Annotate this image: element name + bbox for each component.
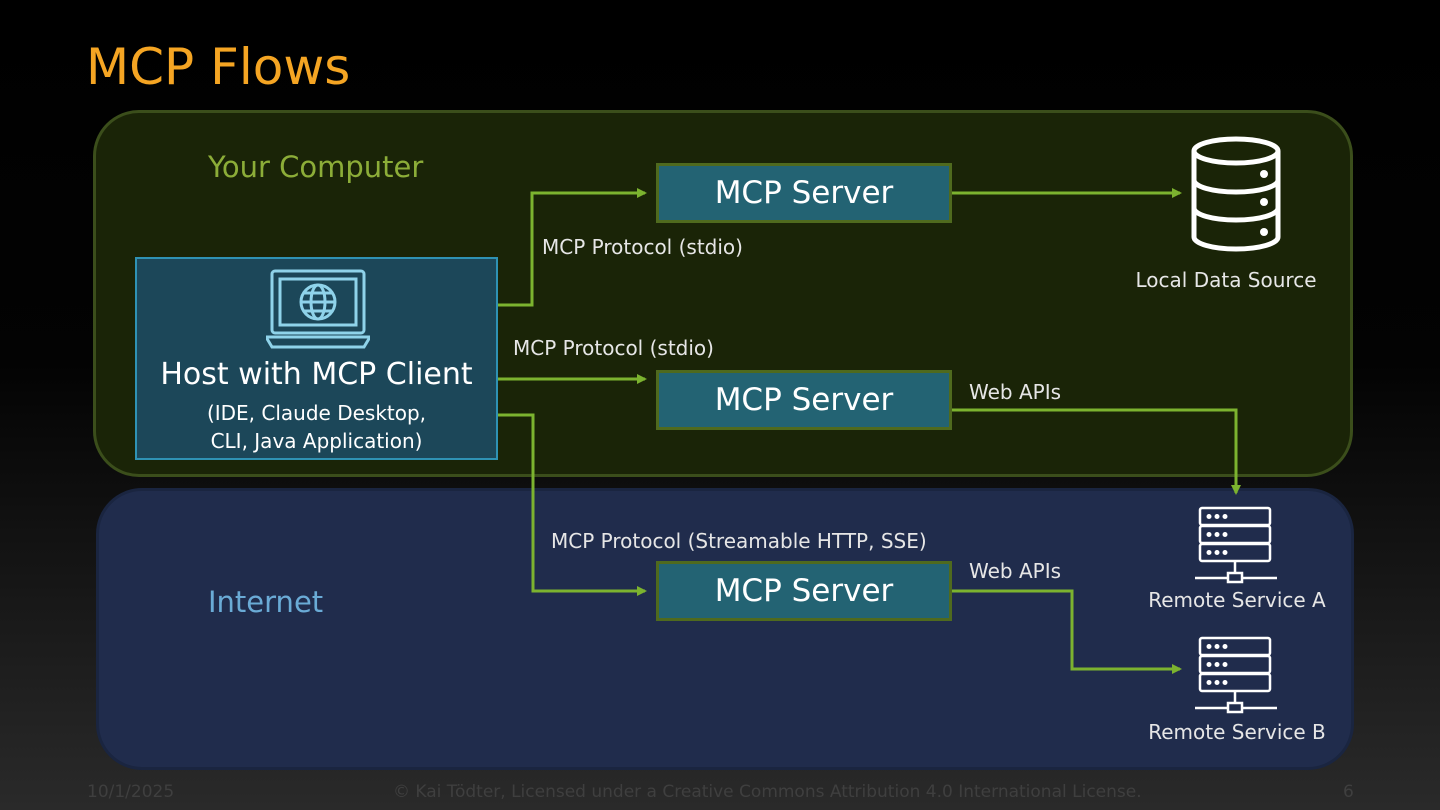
edge-label-stdio-2: MCP Protocol (stdio) xyxy=(513,336,714,360)
internet-zone xyxy=(96,488,1354,770)
mcp-server-web[interactable]: MCP Server xyxy=(656,370,952,430)
host-title: Host with MCP Client xyxy=(160,357,473,392)
edge-label-http-sse: MCP Protocol (Streamable HTTP, SSE) xyxy=(551,529,927,553)
footer-page-number: 6 xyxy=(1343,782,1354,802)
host-with-mcp-client[interactable]: Host with MCP Client (IDE, Claude Deskto… xyxy=(135,257,498,460)
internet-label: Internet xyxy=(208,585,324,619)
database-icon xyxy=(1191,136,1281,252)
your-computer-label: Your Computer xyxy=(208,150,424,184)
host-subtitle-line1: (IDE, Claude Desktop, xyxy=(206,401,427,425)
edge-label-web-apis-1: Web APIs xyxy=(969,380,1062,404)
remote-service-b-label: Remote Service B xyxy=(1148,720,1326,744)
footer-date: 10/1/2025 xyxy=(87,782,175,802)
footer-copyright: © Kai Tödter, Licensed under a Creative … xyxy=(393,782,1142,802)
edge-label-web-apis-2: Web APIs xyxy=(969,559,1062,583)
mcp-server-remote[interactable]: MCP Server xyxy=(656,561,952,621)
edge-host-to-server3 xyxy=(498,413,647,596)
edge-server3-to-remote-b xyxy=(952,589,1182,674)
local-data-source-label: Local Data Source xyxy=(1135,268,1317,292)
remote-service-a-label: Remote Service A xyxy=(1148,588,1326,612)
slide-title: MCP Flows xyxy=(86,38,351,96)
edge-server2-to-remote-a xyxy=(952,408,1241,495)
edge-label-stdio-1: MCP Protocol (stdio) xyxy=(542,235,743,259)
edge-host-to-server1 xyxy=(498,188,647,307)
host-subtitle-line2: CLI, Java Application) xyxy=(210,429,423,453)
mcp-server-local[interactable]: MCP Server xyxy=(656,163,952,223)
laptop-globe-icon xyxy=(266,269,370,349)
server-rack-icon xyxy=(1195,506,1277,584)
server-rack-icon xyxy=(1195,636,1277,714)
